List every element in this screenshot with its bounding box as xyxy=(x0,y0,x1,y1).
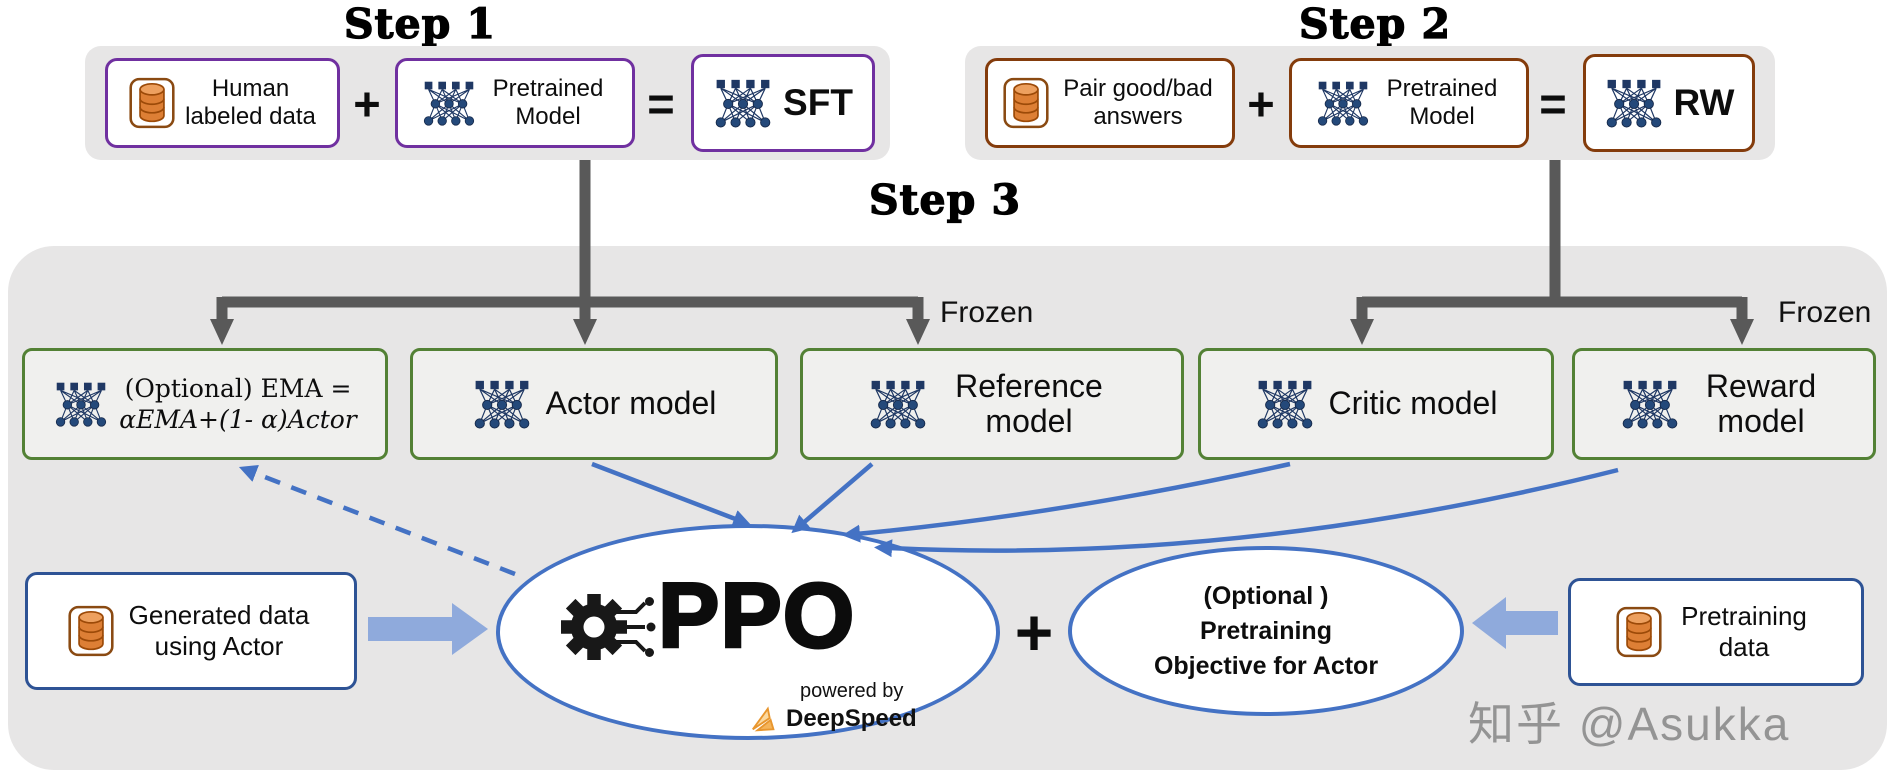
critic-model-label: Critic model xyxy=(1328,385,1498,422)
watermark: 知乎 @Asukka xyxy=(1468,698,1791,750)
neural-network-icon xyxy=(1604,78,1664,128)
ppo-label: PPO xyxy=(656,564,856,669)
neural-network-icon xyxy=(472,379,532,429)
frozen-label-reward: Frozen xyxy=(1778,296,1872,329)
deepspeed-label: DeepSpeed xyxy=(786,705,917,732)
objective-line1: (Optional ) xyxy=(1203,581,1329,610)
critic-model-box: Critic model xyxy=(1198,348,1554,460)
actor-model-label: Actor model xyxy=(545,385,717,422)
step1-human-data-box: Human labeled data xyxy=(105,58,340,148)
ema-formula-line2: αEMA+(1- α)Actor xyxy=(119,405,357,434)
step1-sft-label: SFT xyxy=(783,82,853,123)
step2-title: Step 2 xyxy=(1298,0,1452,49)
actor-model-box: Actor model xyxy=(410,348,778,460)
step2-pretrained-model-label: Pretrained Model xyxy=(1386,74,1498,130)
step2-equals-operator: = xyxy=(1539,76,1567,130)
step1-title: Step 1 xyxy=(343,0,497,49)
pretraining-objective-ellipse: (Optional ) Pretraining Objective for Ac… xyxy=(1068,546,1464,716)
step1-equals-operator: = xyxy=(647,76,675,130)
pretraining-data-label: Pretraining data xyxy=(1681,601,1807,662)
bottom-plus-operator: + xyxy=(1014,595,1054,669)
step1-panel: Human labeled data + Pretrained Model = … xyxy=(85,46,890,160)
database-icon xyxy=(1616,606,1662,658)
neural-network-icon xyxy=(421,80,477,126)
step1-sft-box: SFT xyxy=(691,54,875,152)
database-icon xyxy=(1003,77,1049,129)
step1-pretrained-model-label: Pretrained Model xyxy=(492,74,604,130)
deepspeed-brand: DeepSpeed xyxy=(750,704,917,734)
step3-title: Step 3 xyxy=(868,175,1022,224)
step1-human-data-label: Human labeled data xyxy=(185,74,316,130)
ema-formula-line1: (Optional) EMA = xyxy=(124,373,352,403)
step2-rw-label: RW xyxy=(1673,82,1735,123)
powered-by-label: powered by xyxy=(800,680,904,702)
ema-formula: (Optional) EMA = αEMA+(1- α)Actor xyxy=(119,373,357,436)
step2-rw-box: RW xyxy=(1583,54,1755,152)
step2-pair-answers-box: Pair good/bad answers xyxy=(985,58,1235,148)
objective-line2: Pretraining xyxy=(1200,616,1332,645)
pretraining-data-box: Pretraining data xyxy=(1568,578,1864,686)
neural-network-icon xyxy=(53,381,109,427)
ppo-ellipse: PPO powered by DeepSpeed xyxy=(496,524,1000,740)
reference-model-box: Reference model xyxy=(800,348,1184,460)
neural-network-icon xyxy=(868,379,928,429)
reference-model-label: Reference model xyxy=(955,367,1103,439)
step2-plus-operator: + xyxy=(1247,76,1275,130)
reward-model-box: Reward model xyxy=(1572,348,1876,460)
neural-network-icon xyxy=(713,78,773,128)
neural-network-icon xyxy=(1315,80,1371,126)
objective-line3: Objective for Actor xyxy=(1153,651,1379,680)
neural-network-icon xyxy=(1255,379,1315,429)
generated-data-label: Generated data using Actor xyxy=(128,600,310,661)
gear-circuit-icon xyxy=(555,586,660,668)
generated-data-box: Generated data using Actor xyxy=(25,572,357,690)
reward-model-label: Reward model xyxy=(1705,367,1817,439)
ema-model-box: (Optional) EMA = αEMA+(1- α)Actor xyxy=(22,348,388,460)
frozen-label-reference: Frozen xyxy=(940,296,1034,329)
neural-network-icon xyxy=(1620,379,1680,429)
step1-pretrained-model-box: Pretrained Model xyxy=(395,58,635,148)
database-icon xyxy=(68,605,114,657)
step2-pair-answers-label: Pair good/bad answers xyxy=(1063,74,1213,130)
database-icon xyxy=(129,77,175,129)
deepspeed-logo-icon xyxy=(750,704,780,734)
step2-panel: Pair good/bad answers + Pretrained Model… xyxy=(965,46,1775,160)
step1-plus-operator: + xyxy=(353,76,381,130)
step2-pretrained-model-box: Pretrained Model xyxy=(1289,58,1529,148)
